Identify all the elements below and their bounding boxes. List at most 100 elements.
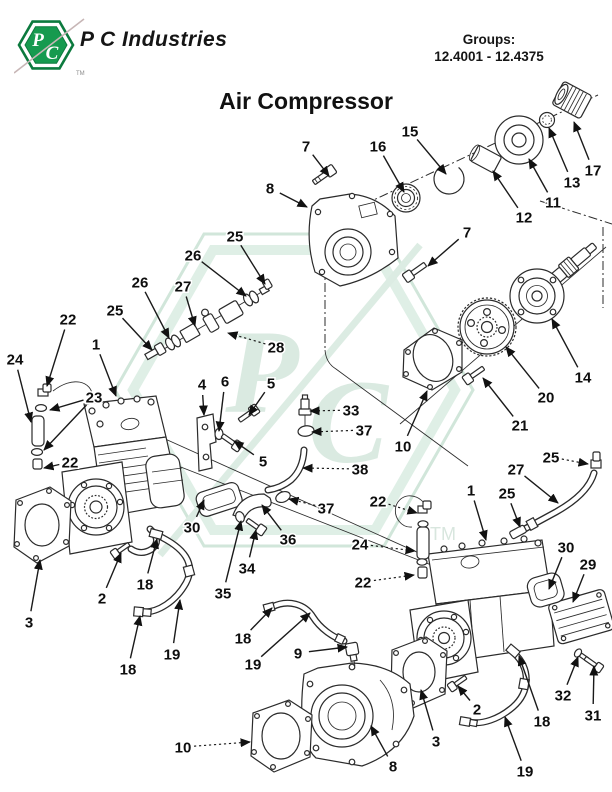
callout-leader-arrow [195,499,205,518]
callout-number-14: 14 [575,370,592,387]
watermark-tm-mark: TM [430,524,456,544]
callout-leader-arrow [30,559,43,612]
end-cover-part-8-lower [301,662,415,767]
callout-leader-arrow [43,404,88,451]
groups-block: Groups: 12.4001 - 12.4375 [400,31,578,65]
callout-leader-arrow [225,520,244,583]
gear-bolt-part-21 [461,365,485,386]
callout-number-5: 5 [267,376,275,393]
logo-letter-p: P [31,30,44,51]
callout-number-25: 25 [227,229,244,246]
end-cover-part-8-upper [308,192,399,287]
callout-leader-arrow [279,192,308,208]
callout-number-22: 22 [355,575,372,592]
callout-number-10: 10 [175,740,192,757]
callout-leader-arrow [193,738,251,748]
callout-leader-arrow [185,296,197,327]
company-name: P C Industries [80,28,228,51]
callout-number-10: 10 [395,439,412,456]
callout-leader-arrow [406,390,428,437]
callout-leader-arrow [240,244,266,285]
callout-leader-arrow [261,504,282,531]
pulley-part-11 [494,115,544,165]
coolant-line-fittings-right [394,495,432,579]
callout-leader-arrow [198,394,208,416]
callout-number-7: 7 [302,139,310,156]
callout-leader-arrow [45,329,66,387]
watermark-letter-c: C [308,355,390,488]
callout-leader-arrow [308,643,348,653]
callout-number-1: 1 [92,337,100,354]
callout-number-34: 34 [239,561,256,578]
callout-leader-arrow [510,503,521,528]
callout-number-12: 12 [516,210,533,227]
crankshaft-part-14 [509,242,597,324]
callout-leader-arrow [227,331,266,345]
air-compressor-part-1-left [61,395,185,556]
gasket-part-10-lower [250,699,313,773]
callout-number-32: 32 [555,688,572,705]
callout-number-25: 25 [499,486,516,503]
callout-number-18: 18 [235,631,252,648]
bracket-part-4 [196,413,217,472]
callout-number-30: 30 [184,520,201,537]
callout-leader-arrow [572,573,585,603]
page-title: Air Compressor [219,88,393,114]
callout-number-24: 24 [352,537,369,554]
callout-leader-arrow [566,656,579,686]
callout-number-31: 31 [585,708,602,725]
callout-leader-arrow [382,155,405,193]
callout-number-22: 22 [62,455,79,472]
callout-leader-arrow [492,170,519,209]
gasket-part-3-left [13,486,72,564]
callout-leader-arrow [370,725,389,757]
callout-number-33: 33 [343,403,360,420]
callout-leader-arrow [548,556,563,590]
governor-hose-part-27-right [509,451,602,540]
callout-leader-arrow [260,612,311,658]
spacer-part-12 [468,144,502,173]
callout-leader-arrow [248,391,266,416]
pc-industries-logo-icon: P C TM [14,18,85,77]
callout-number-18: 18 [120,662,137,679]
callout-number-27: 27 [175,279,192,296]
callout-leader-arrow [99,354,117,397]
callout-leader-arrow [250,607,273,631]
drive-coupling-part-17 [552,81,592,119]
bearing-part-16 [391,183,421,213]
callout-leader-arrow [312,154,330,177]
callout-leader-arrow [419,689,434,731]
air-intake-connection [195,394,315,537]
callout-number-36: 36 [280,532,297,549]
callout-leader-arrow [548,127,569,173]
callout-number-2: 2 [473,702,481,719]
callout-number-2: 2 [98,591,106,608]
callout-number-15: 15 [402,124,419,141]
callout-leader-arrow [370,544,416,555]
callout-number-26: 26 [185,248,202,265]
callout-number-23: 23 [86,390,103,407]
callout-leader-arrow [561,457,589,467]
callout-number-5: 5 [259,454,267,471]
callout-leader-arrow [416,138,447,175]
center-hose [262,599,348,646]
callout-leader-arrow [517,655,539,711]
callout-number-21: 21 [512,418,529,435]
callout-number-7: 7 [463,225,471,242]
callout-number-20: 20 [538,390,555,407]
callout-number-35: 35 [215,586,232,603]
callout-leader-arrow [129,615,143,659]
callout-number-37: 37 [356,423,373,440]
callout-leader-arrow [17,369,34,423]
logo-tm-mark: TM [76,71,85,77]
callout-number-17: 17 [585,163,602,180]
callout-leader-arrow [201,261,247,297]
callout-number-25: 25 [543,450,560,467]
callout-number-4: 4 [198,377,207,394]
callout-number-6: 6 [221,374,229,391]
callout-number-19: 19 [517,764,534,781]
callout-number-24: 24 [7,352,24,369]
